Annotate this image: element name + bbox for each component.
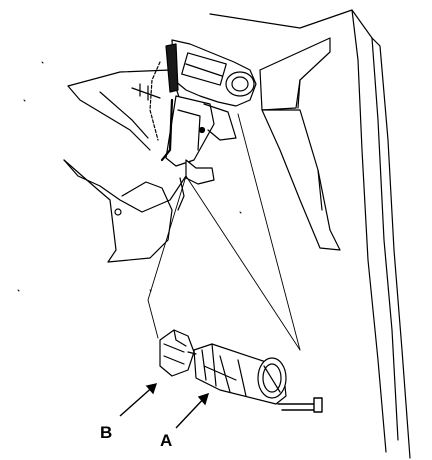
specks [17,61,242,292]
mounting-arm [259,37,341,251]
bolts [277,397,323,413]
arrow-head-b [145,383,158,395]
body-panel-right [209,9,411,459]
callout-b-label: B [100,423,112,442]
regulator-assembly [131,39,257,211]
arrow-head-a [197,392,210,406]
callout-a-label: A [160,431,172,450]
body-panel-left [63,69,197,263]
component-a-housing [193,343,287,405]
callout-arrows [119,383,210,429]
leader-lines [147,113,301,351]
component-b-connector [159,329,197,377]
